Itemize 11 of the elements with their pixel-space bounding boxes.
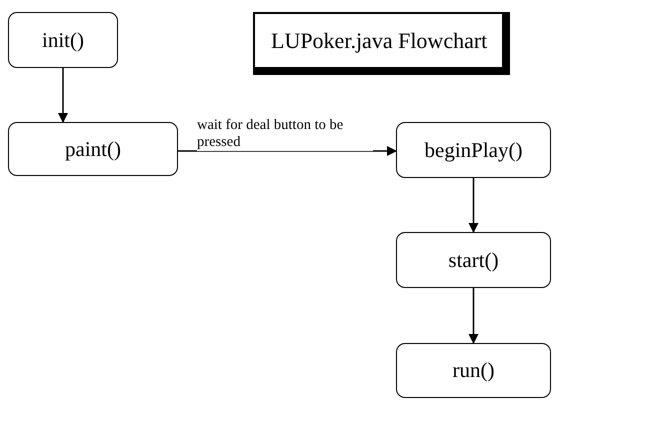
process-box: start()	[396, 232, 551, 288]
edge-label: wait for deal button to be pressed	[197, 117, 373, 151]
title-box: LUPoker.java Flowchart	[253, 12, 510, 75]
arrow	[58, 68, 68, 123]
process-box: beginPlay()	[396, 122, 551, 178]
process-box: init()	[8, 12, 118, 68]
arrow	[468, 178, 478, 233]
arrow	[178, 146, 397, 156]
arrow	[468, 288, 478, 344]
process-box: run()	[396, 343, 551, 398]
process-box: paint()	[8, 122, 178, 176]
